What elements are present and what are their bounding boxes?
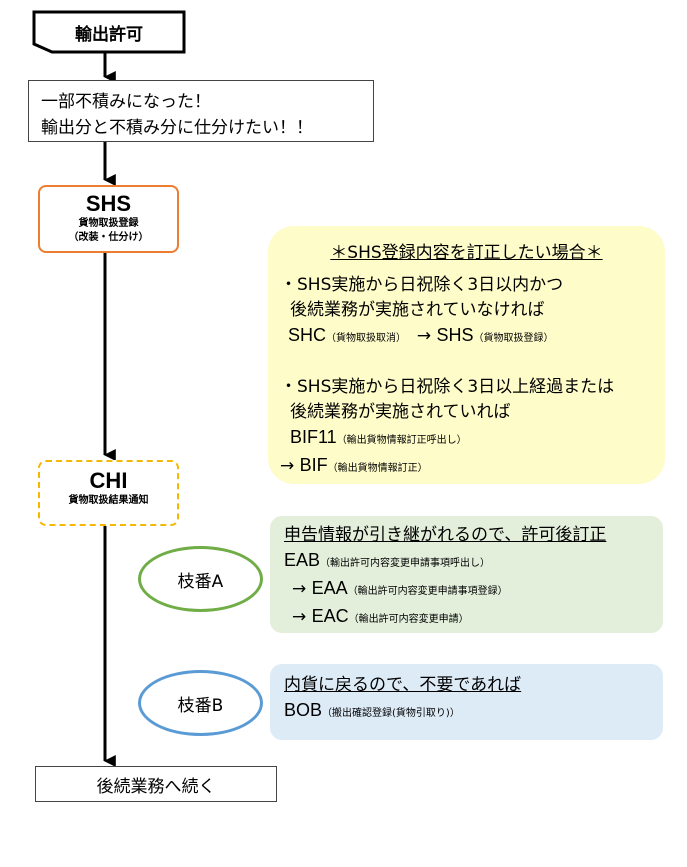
- situation-line-1: 一部不積みになった！: [41, 92, 211, 112]
- export-permit-label: 輸出許可: [75, 24, 143, 45]
- eac-name: （輸出許可内容変更申請）: [348, 614, 469, 625]
- case1-procedure: SHC（貨物取扱取消） → SHS（貨物取扱登録）: [280, 323, 665, 351]
- eaa-name: （輸出許可内容変更申請事項登録）: [347, 586, 508, 597]
- branch-b-panel: 内貨に戻るので、不要であれば BOB（搬出確認登録(貨物引取り)）: [270, 664, 663, 740]
- shs-correction-panel: ＊SHS登録内容を訂正したい場合＊ ・SHS実施から日祝除く3日以内かつ 後続業…: [268, 226, 665, 484]
- branch-a-panel: 申告情報が引き継がれるので、許可後訂正 EAB（輸出許可内容変更申請事項呼出し）…: [270, 516, 663, 633]
- case1-arrow: →: [416, 326, 432, 346]
- case1-condition-2: 後続業務が実施されていなければ: [290, 300, 545, 320]
- continue-label: 後続業務へ続く: [96, 776, 216, 797]
- export-permit-box: 輸出許可: [34, 12, 184, 52]
- shs-name: 貨物取扱登録: [78, 218, 139, 229]
- case2-step-b: → BIF（輸出貨物情報訂正）: [280, 453, 665, 481]
- case2-step-a: BIF11（輸出貨物情報訂正呼出し）: [280, 425, 665, 453]
- shs-code: SHS: [85, 191, 132, 216]
- case1-step-a-name: （貨物取扱取消）: [326, 333, 407, 344]
- shs-step-box: SHS 貨物取扱登録 （改装・仕分け）: [38, 185, 179, 253]
- branch-a-step-3: → EAC（輸出許可内容変更申請）: [284, 604, 663, 632]
- situation-note: 一部不積みになった！ 輸出分と不積み分に仕分けたい！！: [28, 80, 374, 142]
- case2-step-a-name: （輸出貨物情報訂正呼出し）: [336, 435, 467, 446]
- branch-a-ellipse: 枝番A: [138, 546, 263, 612]
- branch-a-arrow-1: →: [292, 579, 307, 599]
- bob-code: BOB: [284, 700, 323, 720]
- branch-b-label: 枝番B: [177, 695, 224, 716]
- eac-code: EAC: [311, 606, 349, 626]
- branch-a-step-1: EAB（輸出許可内容変更申請事項呼出し）: [284, 548, 663, 576]
- situation-line-2: 輸出分と不積み分に仕分けたい！！: [41, 118, 313, 138]
- case1-step-a-code: SHC: [288, 325, 327, 345]
- chi-code: CHI: [89, 468, 128, 493]
- case2-condition-2: 後続業務が実施されていれば: [290, 402, 511, 422]
- correction-title: ＊SHS登録内容を訂正したい場合＊: [330, 243, 603, 263]
- bob-name: （搬出確認登録(貨物引取り)）: [322, 708, 460, 719]
- eab-name: （輸出許可内容変更申請事項呼出し）: [320, 558, 491, 569]
- branch-a-step-2: → EAA（輸出許可内容変更申請事項登録）: [284, 576, 663, 604]
- branch-a-arrow-2: →: [292, 607, 307, 627]
- branch-b-title: 内貨に戻るので、不要であれば: [284, 675, 522, 695]
- chi-step-box: CHI 貨物取扱結果通知: [38, 460, 179, 526]
- case2-step-a-code: BIF11: [290, 427, 337, 447]
- case2-arrow: →: [280, 456, 295, 476]
- case1-step-b-name: （貨物取扱登録）: [473, 333, 554, 344]
- branch-b-ellipse: 枝番B: [138, 670, 263, 736]
- eab-code: EAB: [284, 550, 321, 570]
- case1-condition-1: ・SHS実施から日祝除く3日以内かつ: [280, 275, 564, 295]
- branch-b-step: BOB（搬出確認登録(貨物引取り)）: [284, 698, 663, 726]
- chi-name: 貨物取扱結果通知: [68, 495, 149, 506]
- continue-box: 後続業務へ続く: [35, 766, 277, 802]
- case2-step-b-name: （輸出貨物情報訂正）: [327, 463, 428, 474]
- shs-note: （改装・仕分け）: [68, 232, 149, 243]
- case1-step-b-code: SHS: [436, 325, 474, 345]
- case2-step-b-code: BIF: [299, 455, 328, 475]
- case2-condition-1: ・SHS実施から日祝除く3日以上経過または: [280, 377, 615, 397]
- branch-a-label: 枝番A: [177, 571, 224, 592]
- eaa-code: EAA: [311, 578, 348, 598]
- permit-document-shape: [32, 10, 186, 54]
- branch-a-title: 申告情報が引き継がれるので、許可後訂正: [284, 525, 607, 545]
